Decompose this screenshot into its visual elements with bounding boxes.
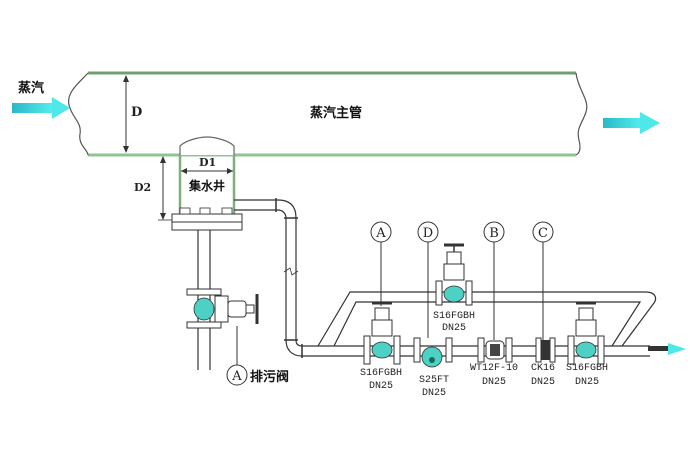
component-1-model: S16FGBH — [360, 368, 402, 379]
component-3-size: DN25 — [482, 377, 506, 388]
callout-drain-a-tag: A — [231, 369, 242, 384]
callout-c — [532, 221, 554, 340]
trap-outlet-arrow — [648, 343, 686, 355]
callout-b-tag: B — [489, 226, 499, 241]
component-check-valve — [535, 337, 556, 363]
component-3-model: WT12F-10 — [470, 363, 518, 374]
dimension-d2-label: D2 — [134, 181, 151, 194]
bypass-valve-size: DN25 — [442, 323, 466, 334]
bypass-valve — [435, 243, 473, 306]
component-2-model: S25FT — [419, 375, 449, 386]
steam-main-pipe — [68, 71, 588, 157]
component-globe-valve-outlet — [567, 301, 605, 365]
bypass-valve-model: S16FGBH — [433, 311, 475, 322]
collection-well — [171, 136, 243, 231]
component-5-model: S16FGBH — [566, 363, 608, 374]
component-globe-valve-inlet — [363, 301, 401, 365]
dimension-d2 — [158, 156, 172, 221]
condensate-pipe — [234, 198, 303, 358]
main-pipe-label: 蒸汽主管 — [310, 105, 362, 121]
component-4-size: DN25 — [531, 377, 555, 388]
callout-a-tag: A — [375, 226, 386, 241]
collection-well-label: 集水井 — [188, 178, 225, 193]
component-strainer — [413, 337, 453, 368]
callout-d — [417, 221, 439, 338]
drain-valve — [186, 288, 259, 329]
component-5-size: DN25 — [575, 377, 599, 388]
callout-c-tag: C — [538, 226, 548, 241]
dimension-d — [123, 75, 129, 153]
dimension-d1-label: D1 — [199, 156, 216, 169]
dimension-d-label: D — [131, 105, 142, 120]
inlet-label: 蒸汽 — [18, 80, 44, 96]
callout-drain-a — [226, 364, 248, 386]
bypass-pipe — [317, 291, 657, 347]
drain-valve-label: 排污阀 — [250, 369, 289, 385]
callout-b — [483, 221, 505, 340]
outlet-flow-arrow — [603, 112, 660, 134]
inlet-flow-arrow — [12, 97, 70, 119]
component-steam-trap — [477, 337, 513, 363]
component-2-size: DN25 — [422, 388, 446, 399]
component-4-model: CK16 — [531, 363, 555, 374]
callout-a — [370, 221, 392, 306]
callout-d-tag: D — [423, 226, 433, 241]
component-1-size: DN25 — [369, 381, 393, 392]
